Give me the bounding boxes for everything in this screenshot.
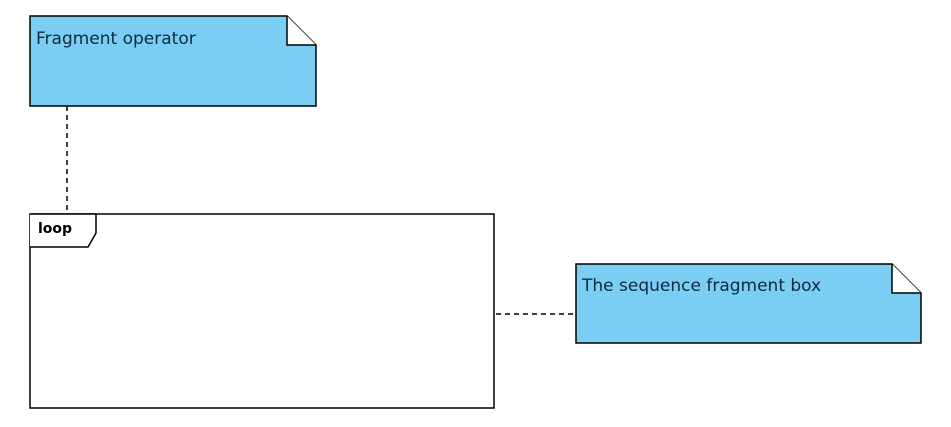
fragment-frame — [29, 213, 495, 409]
note-sequence-fragment-box[interactable] — [575, 263, 922, 344]
note-sequence-fragment-box-text: The sequence fragment box — [582, 276, 822, 296]
fragment-operator-tab — [30, 213, 97, 248]
note2-body — [575, 263, 922, 344]
note-fragment-operator-text: Fragment operator — [36, 29, 196, 49]
note1-fold — [286, 16, 316, 46]
note-fragment-operator[interactable] — [29, 15, 317, 107]
note1-body — [29, 15, 317, 107]
note2-fold — [891, 264, 921, 294]
fragment-operator-label: loop — [38, 221, 73, 237]
loop-fragment[interactable] — [29, 213, 495, 409]
